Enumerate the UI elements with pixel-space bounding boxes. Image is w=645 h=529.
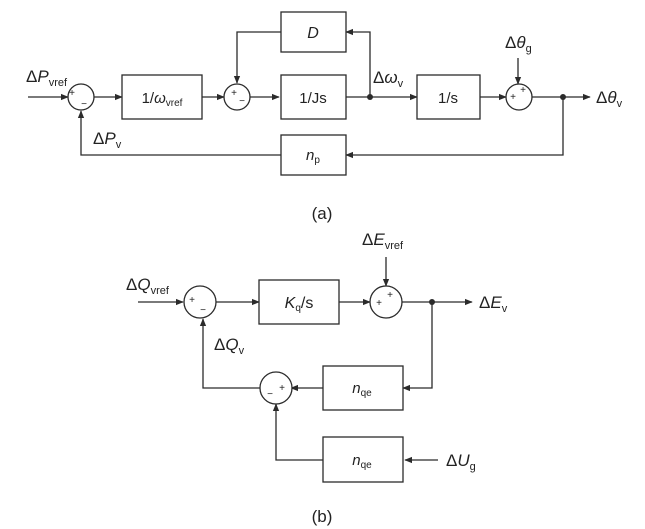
- diagram-a: 1/ωvref 1/Js D 1/s np + − + −: [26, 11, 623, 223]
- block-inv-s: 1/s: [416, 74, 481, 120]
- summing-junction-b3: − +: [259, 371, 293, 405]
- svg-text:−: −: [81, 99, 87, 110]
- label-p-vref: ΔPvref: [26, 67, 68, 89]
- line-d-to-sum2: [233, 31, 281, 84]
- svg-text:+: +: [231, 88, 237, 99]
- block-d: D: [280, 11, 347, 53]
- svg-text:+: +: [510, 92, 516, 103]
- block-nqe-input: nqe: [322, 436, 404, 483]
- svg-text:D: D: [307, 25, 319, 42]
- svg-text:−: −: [239, 96, 245, 107]
- svg-text:−: −: [200, 305, 206, 316]
- svg-text:1/s: 1/s: [438, 90, 458, 107]
- label-q-v: ΔQv: [214, 335, 245, 357]
- svg-text:1/Js: 1/Js: [299, 90, 327, 107]
- block-inv-omega-vref: 1/ωvref: [121, 74, 203, 120]
- branch-point-omega: [367, 94, 373, 100]
- caption-b: (b): [312, 507, 333, 526]
- label-e-vref: ΔEvref: [362, 230, 404, 252]
- line-np-to-sum1: [77, 110, 281, 156]
- label-theta-v: Δθv: [596, 88, 623, 110]
- label-q-vref: ΔQvref: [126, 275, 170, 297]
- svg-text:+: +: [387, 290, 393, 301]
- svg-text:nqe: nqe: [352, 452, 372, 471]
- svg-text:np: np: [306, 147, 320, 166]
- label-omega-v: Δωv: [373, 68, 404, 90]
- caption-a: (a): [312, 204, 333, 223]
- svg-text:+: +: [279, 383, 285, 394]
- line-feed-to-d: [345, 28, 371, 97]
- label-u-g: ΔUg: [446, 451, 476, 473]
- label-e-v: ΔEv: [479, 293, 508, 315]
- summing-junction-a3: + +: [505, 83, 533, 111]
- line-sum-to-sum: [199, 318, 261, 389]
- svg-text:Kq/s: Kq/s: [285, 295, 314, 314]
- line-feedback-to-np: [345, 97, 564, 159]
- line-nqe2-to-sum: [272, 403, 323, 461]
- svg-text:−: −: [267, 389, 273, 400]
- svg-text:+: +: [69, 88, 75, 99]
- svg-text:1/ωvref: 1/ωvref: [142, 90, 183, 109]
- block-nqe-feedback: nqe: [322, 365, 404, 411]
- summing-junction-b2: + +: [369, 285, 403, 319]
- branch-point-theta: [560, 94, 566, 100]
- diagram-b: Kq/s nqe nqe + − + + − + ΔQvref ΔQv ΔE: [126, 230, 508, 526]
- svg-text:+: +: [189, 295, 195, 306]
- label-p-v: ΔPv: [93, 129, 122, 151]
- block-inv-js: 1/Js: [280, 74, 347, 120]
- svg-text:+: +: [376, 298, 382, 309]
- svg-text:+: +: [520, 85, 526, 96]
- summing-junction-a2: + −: [223, 83, 251, 111]
- label-theta-g: Δθg: [505, 33, 532, 55]
- summing-junction-b1: + −: [183, 285, 217, 319]
- line-feedback-to-nqe: [402, 302, 433, 392]
- block-np: np: [280, 134, 347, 176]
- block-kq-over-s: Kq/s: [258, 279, 340, 325]
- svg-text:nqe: nqe: [352, 380, 372, 399]
- summing-junction-a1: + −: [67, 83, 95, 111]
- branch-point-e: [429, 299, 435, 305]
